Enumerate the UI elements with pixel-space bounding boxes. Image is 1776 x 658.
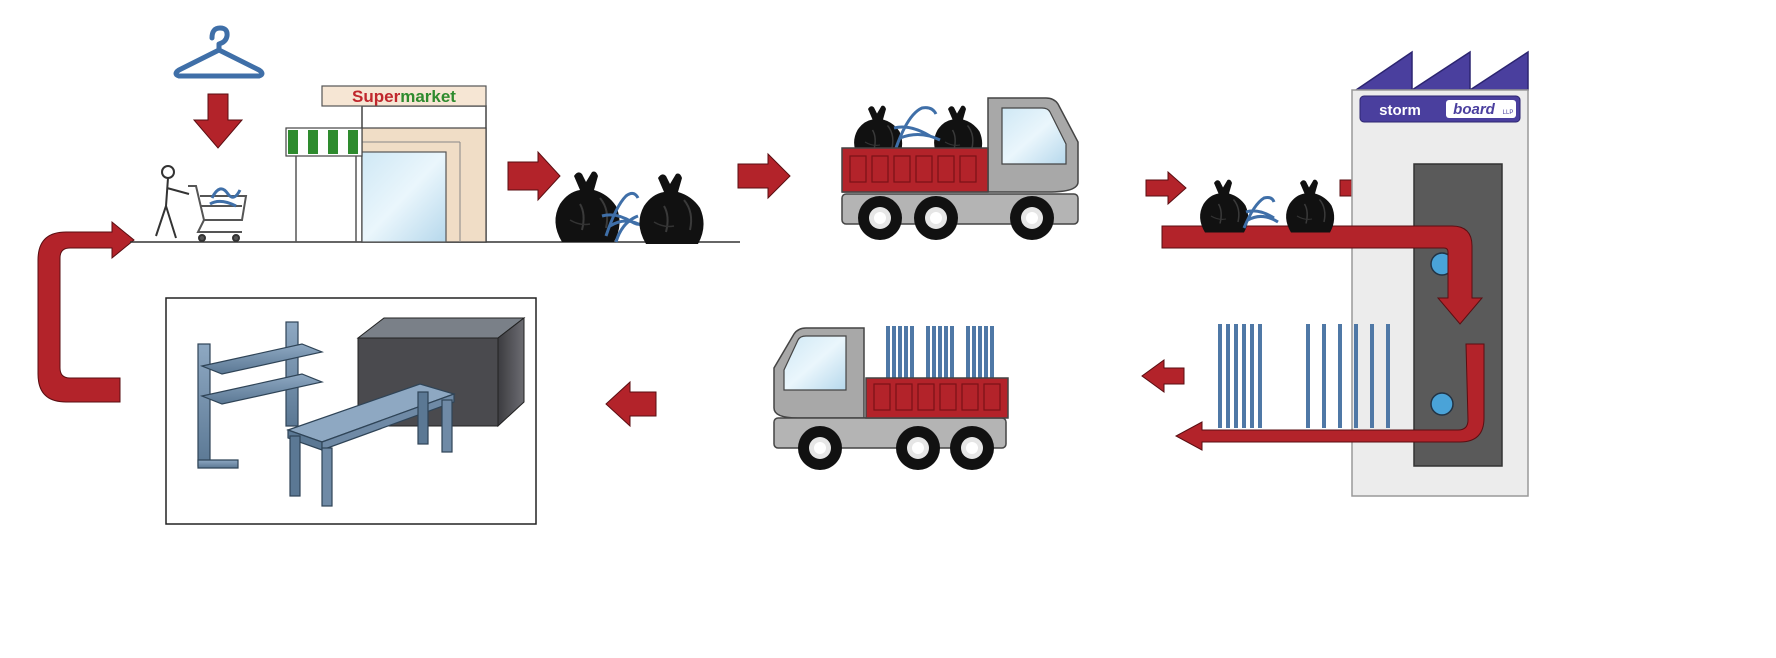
- awning: [285, 127, 363, 242]
- left-arrow-icon: [1141, 359, 1185, 393]
- furniture-panel: [165, 297, 537, 525]
- wheel-icon: [896, 426, 940, 470]
- board-sheet-icon: [1306, 324, 1390, 428]
- hanger-pile: [601, 191, 648, 243]
- furniture-icon: [286, 383, 456, 507]
- factory-sign-suffix: LLP: [1503, 110, 1514, 116]
- supermarket-icon: Supermarket: [130, 85, 740, 243]
- roller-icon: [1430, 392, 1454, 416]
- left-arrow-icon: [605, 380, 657, 428]
- bin-bag-icon: [554, 170, 621, 243]
- sign-part-super: Super: [352, 87, 401, 106]
- right-arrow-icon: [507, 150, 561, 202]
- factory-sign-storm: storm: [1379, 102, 1421, 119]
- truck-icon: [841, 97, 1079, 240]
- wheel-icon: [858, 196, 902, 240]
- factory-sign-board: board: [1453, 101, 1496, 118]
- wheel-icon: [914, 196, 958, 240]
- bin-bag-group: [554, 170, 705, 245]
- down-arrow-icon: [192, 93, 244, 149]
- sign-part-market: market: [400, 87, 456, 106]
- bin-bag-icon: [638, 172, 705, 245]
- right-arrow-icon: [737, 152, 791, 200]
- loop-arrow-icon: [37, 220, 135, 403]
- factory-icon: storm board LLP: [1161, 50, 1529, 497]
- shopper-icon: [155, 165, 248, 242]
- board-sheet-group: [1218, 324, 1390, 428]
- board-sheet-icon: [1218, 324, 1262, 428]
- furniture-icon: [197, 321, 325, 469]
- right-arrow-icon: [1145, 170, 1187, 206]
- wheel-icon: [798, 426, 842, 470]
- supermarket-sign: Supermarket: [352, 87, 456, 106]
- truck-icon: [773, 326, 1009, 470]
- wheel-icon: [950, 426, 994, 470]
- wheel-icon: [1010, 196, 1054, 240]
- hanger-icon: [173, 25, 265, 79]
